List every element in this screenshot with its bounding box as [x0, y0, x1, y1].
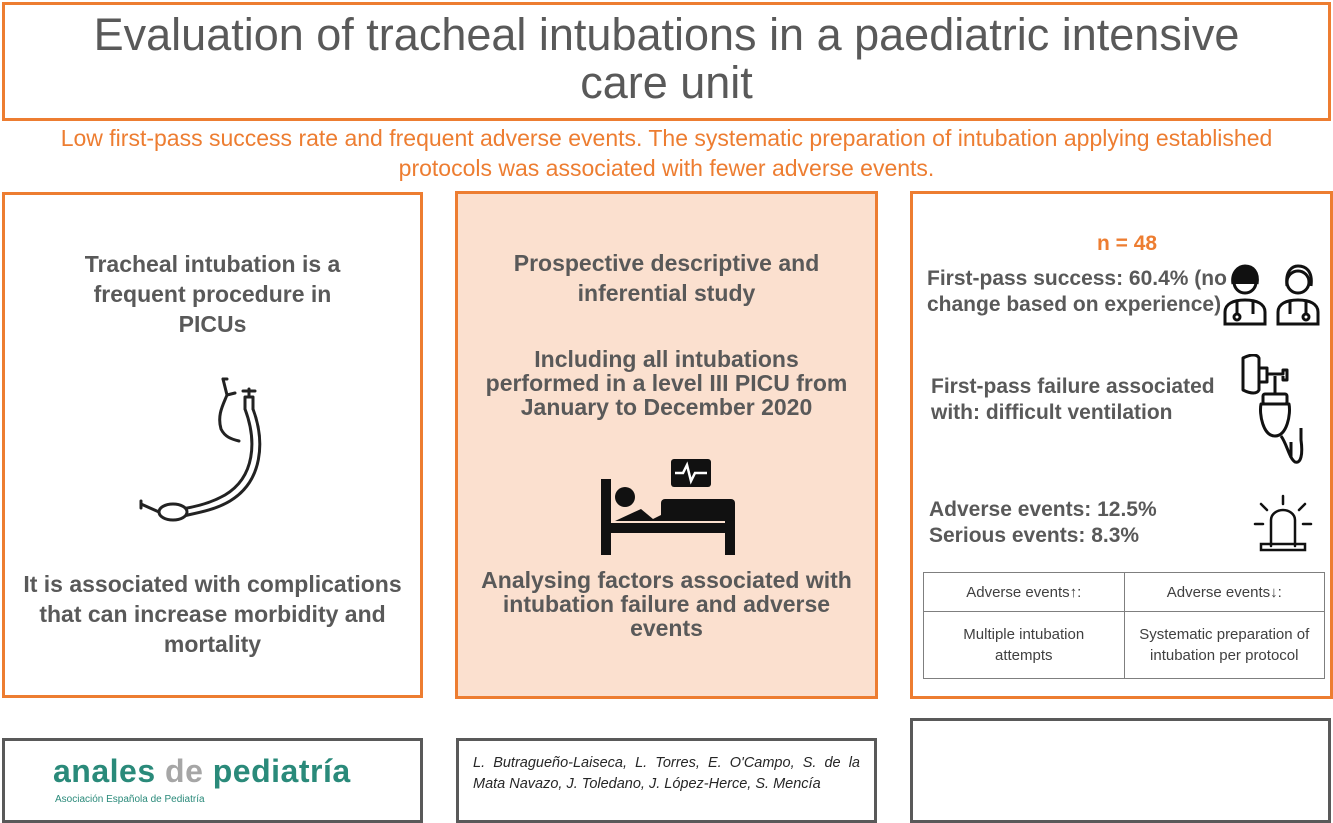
title-box: Evaluation of tracheal intubations in a …: [2, 2, 1331, 121]
table-header-increase: Adverse events↑:: [923, 572, 1125, 612]
authors-list: L. Butragueño-Laiseca, L. Torres, E. O'C…: [473, 755, 860, 792]
study-population-text: Including all intubations performed in a…: [485, 346, 848, 420]
background-text-top: Tracheal intubation is a frequent proced…: [84, 251, 341, 337]
table-cell-decrease: Systematic preparation of intubation per…: [1123, 611, 1325, 679]
sample-size: n = 48: [1096, 232, 1158, 255]
adverse-events-text: Adverse events: 12.5% Serious events: 8.…: [929, 497, 1229, 549]
ventilation-bag-icon: [1241, 354, 1304, 464]
journal-logo: anales de pediatría: [53, 753, 351, 789]
adverse-events-table: Adverse events↑: Adverse events↓: Multip…: [923, 572, 1325, 679]
endotracheal-tube-icon: [139, 377, 262, 522]
background-panel: Tracheal intubation is a frequent proced…: [2, 192, 423, 698]
methods-panel: Prospective descriptive and inferential …: [455, 191, 878, 699]
study-design-text: Prospective descriptive and inferential …: [513, 250, 820, 306]
page-title: Evaluation of tracheal intubations in a …: [93, 9, 1240, 108]
doctors-icon: [1223, 264, 1320, 326]
adverse-events-rate: Adverse events: 12.5%: [929, 498, 1157, 521]
empty-box: [910, 718, 1331, 823]
background-text-bottom: It is associated with complications that…: [23, 571, 402, 657]
journal-logo-subtitle: Asociación Española de Pediatría: [55, 794, 205, 805]
journal-logo-box: anales de pediatría Asociación Española …: [2, 738, 423, 823]
authors-box: L. Butragueño-Laiseca, L. Torres, E. O'C…: [456, 738, 877, 823]
analysis-text: Analysing factors associated with intuba…: [481, 567, 852, 641]
first-pass-success-text: First-pass success: 60.4% (no change bas…: [927, 267, 1227, 316]
table-cell-increase: Multiple intubation attempts: [923, 611, 1125, 679]
first-pass-failure-text: First-pass failure associated with: diff…: [931, 375, 1215, 424]
patient-bed-monitor-icon: [601, 459, 735, 555]
table-header-decrease: Adverse events↓:: [1123, 572, 1325, 612]
serious-events-rate: Serious events: 8.3%: [929, 524, 1140, 547]
results-panel: n = 48 First-pass success: 60.4% (no cha…: [910, 191, 1333, 699]
key-message: Low first-pass success rate and frequent…: [60, 125, 1273, 181]
alarm-light-icon: [1253, 494, 1313, 552]
